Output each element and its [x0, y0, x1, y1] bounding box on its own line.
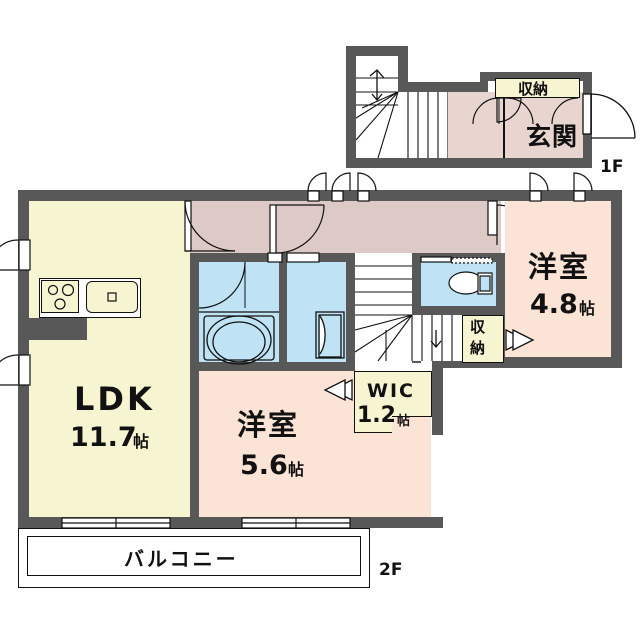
storage-2f-label-3: 納 [470, 339, 486, 357]
stairs-2f-run [355, 315, 462, 361]
bedroom-east [505, 201, 611, 357]
wall-2f-top [18, 190, 622, 201]
wall-2f-bottom [18, 517, 443, 528]
wic-notch [354, 409, 392, 433]
wall-bath-washroom-divider [279, 262, 287, 362]
stairs-1f-run [398, 92, 448, 158]
balcony-inner [27, 536, 361, 576]
wall-1f-mid-horz [398, 82, 488, 92]
wall-1f-wing-vert [480, 72, 488, 92]
wall-1f-mid-vert [398, 46, 408, 92]
bedroom-south-area-unit: 帖 [288, 460, 305, 479]
hallway [190, 201, 501, 253]
ldk-area: 11.7 [70, 422, 137, 453]
wall-1f-bottom [346, 158, 592, 168]
bedroom-east-area: 4.8 [530, 289, 578, 320]
wall-2f-stepvert [432, 357, 443, 435]
wic-label: WIC [367, 380, 415, 402]
genkan-area [448, 92, 583, 158]
wall-1f-wing-top [480, 72, 592, 81]
wall-2f-right [611, 190, 622, 368]
bedroom-east-area-unit: 帖 [579, 299, 596, 318]
storage-2f-box [462, 315, 504, 363]
kitchen-sink-icon [86, 281, 138, 313]
storage-1f-label: 収納 [518, 80, 549, 98]
storage-2f-label-1: 収 [470, 318, 486, 336]
floor-label-1f: 1F [600, 157, 624, 177]
ldk-area-unit: 帖 [133, 432, 150, 451]
bedroom-east-label: 洋室 [528, 250, 591, 284]
wall-toilet-bottom [412, 306, 505, 315]
wall-bedroom-south-left [190, 371, 199, 517]
wic-area-unit: 帖 [397, 414, 411, 429]
wic-area: 1.2 [357, 403, 396, 428]
ldk-room-lower [29, 201, 190, 517]
wall-bath-left [190, 253, 199, 371]
storage-1f-box [495, 78, 580, 98]
bedroom-south-area: 5.6 [240, 450, 288, 481]
wall-2f-right-lower [432, 357, 622, 368]
wall-bath-bottom [190, 362, 355, 371]
genkan-partition [503, 92, 505, 158]
bedroom-south-label: 洋室 [237, 408, 300, 442]
floor-label-2f: 2F [379, 560, 403, 580]
wall-1f-top-left [346, 46, 408, 56]
wall-1f-left [346, 46, 356, 168]
genkan-label: 玄関 [526, 122, 579, 151]
stove-icon [41, 280, 79, 313]
wall-toilet-top [412, 253, 505, 262]
ldk-label: LDK [74, 380, 155, 418]
balcony-label: バルコニー [124, 547, 239, 571]
kitchen-backwall [29, 318, 87, 340]
wall-bath-right [346, 253, 355, 371]
